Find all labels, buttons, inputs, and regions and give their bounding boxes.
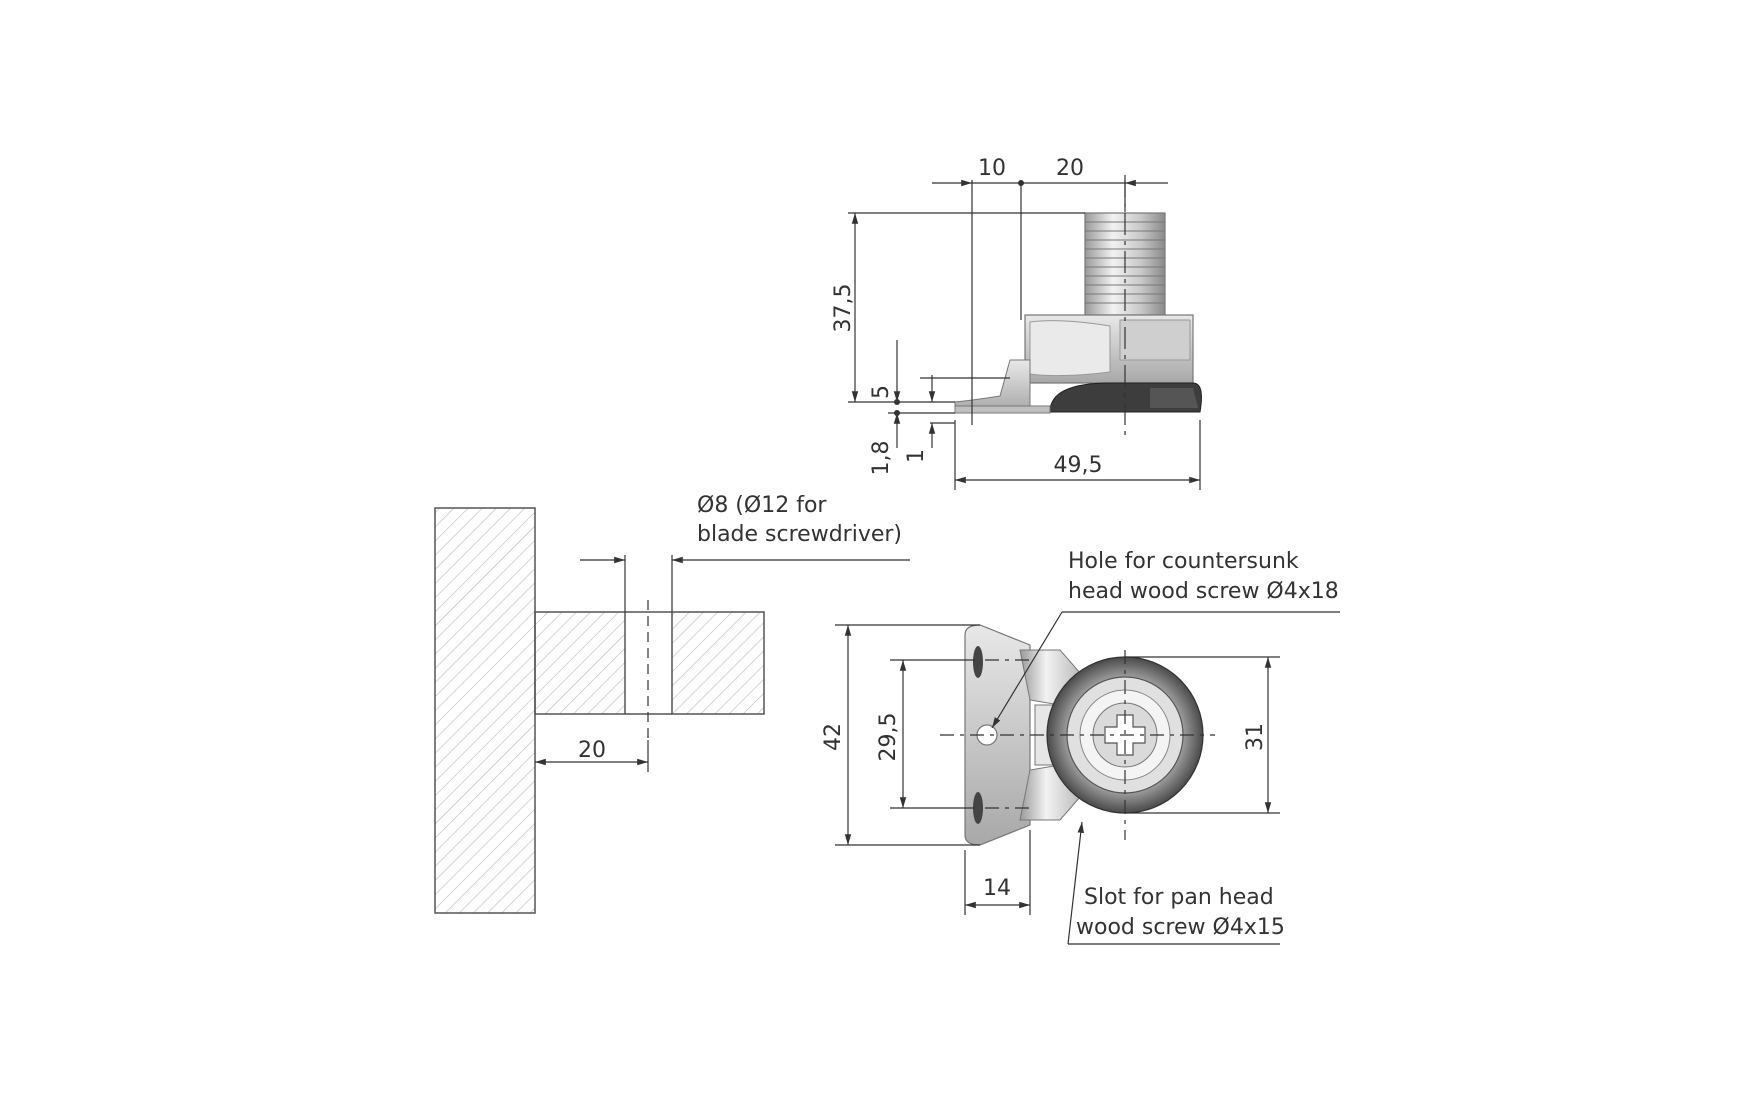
dim-10: 10 — [978, 156, 1006, 181]
dim-42: 42 — [821, 723, 846, 751]
hole-note-line2: head wood screw Ø4x18 — [1068, 579, 1339, 604]
drill-note-line2: blade screwdriver) — [697, 522, 902, 547]
dim-20-section: 20 — [578, 738, 606, 763]
dim-37-5: 37,5 — [831, 284, 856, 333]
dim-1-8: 1,8 — [869, 441, 894, 476]
cabinet-side-panel — [434, 507, 536, 914]
drill-note-line1: Ø8 (Ø12 for — [697, 493, 827, 518]
shelf-section-right — [671, 611, 765, 715]
dim-29-5: 29,5 — [876, 713, 901, 762]
connector-body — [954, 314, 1202, 414]
dim-31: 31 — [1243, 723, 1268, 751]
dim-49-5: 49,5 — [1054, 453, 1103, 478]
dim-20-top: 20 — [1056, 156, 1084, 181]
elevation-view: 10 20 37,5 5 1,8 1 49,5 — [831, 156, 1202, 490]
screw-slot-bottom — [973, 792, 983, 824]
screw-slot-top — [973, 646, 983, 678]
plan-view: Hole for countersunk head wood screw Ø4x… — [821, 549, 1340, 945]
slot-note-line2: wood screw Ø4x15 — [1076, 915, 1285, 940]
hole-note-line1: Hole for countersunk — [1068, 549, 1299, 574]
dim-5: 5 — [869, 385, 894, 399]
slot-note-line1: Slot for pan head — [1084, 885, 1274, 910]
dim-14: 14 — [983, 876, 1011, 901]
dim-1: 1 — [904, 449, 929, 463]
shelf-section-left — [534, 611, 626, 715]
section-view: Ø8 (Ø12 for blade screwdriver) 20 — [434, 493, 910, 914]
